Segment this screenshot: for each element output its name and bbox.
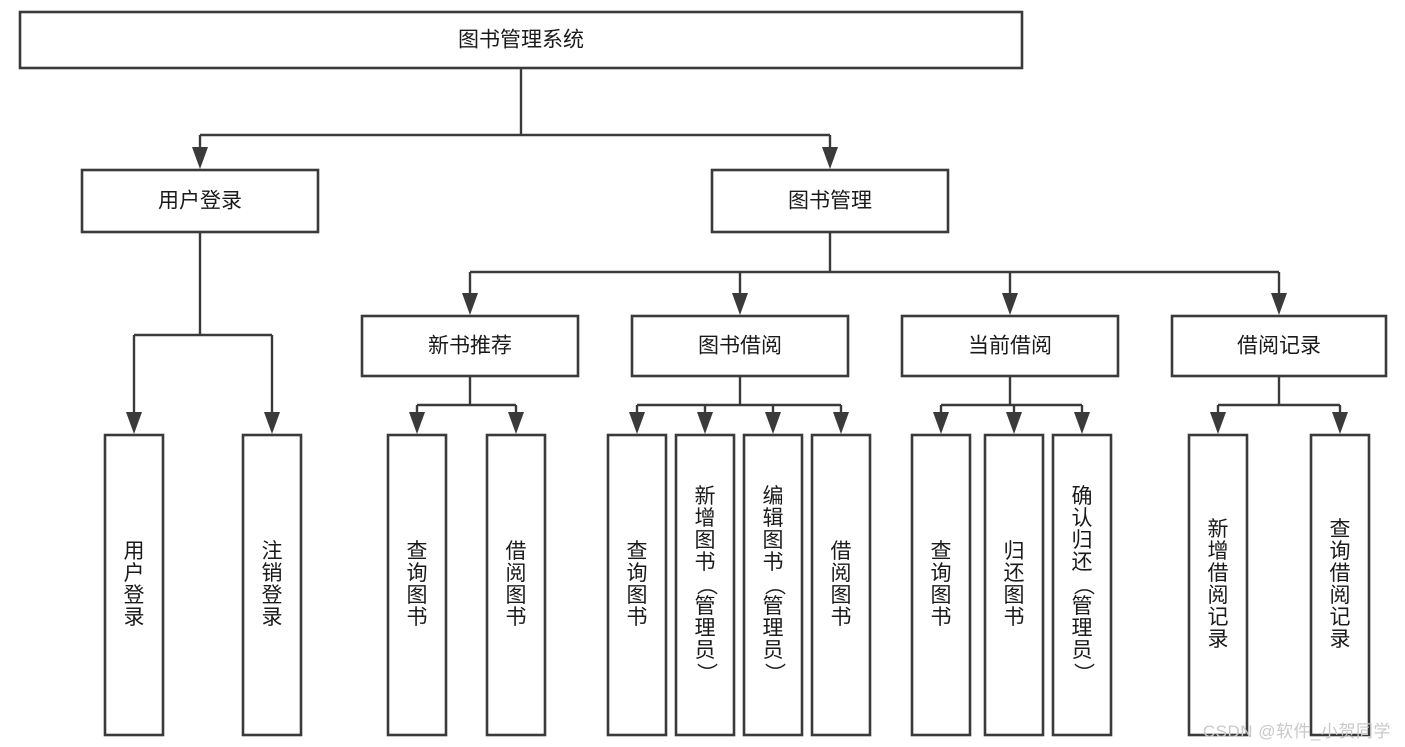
node-label-root: 图书管理系统 — [458, 29, 584, 52]
node-box-leaf-user-login — [103, 433, 165, 737]
arrow-head-leaf-query-book-current — [933, 412, 949, 434]
arrow-head-leaf-edit-book-admin — [765, 412, 781, 434]
node-label-user-login: 用户登录 — [158, 190, 242, 213]
node-box-current-borrow — [900, 314, 1120, 378]
boxes-layer — [18, 10, 1388, 737]
node-box-leaf-return-book — [983, 433, 1045, 737]
arrow-head-leaf-borrow-book-recommend — [508, 412, 524, 434]
node-box-borrow-record — [1170, 314, 1388, 378]
node-box-leaf-borrow-book — [810, 433, 872, 737]
connectors-layer — [126, 68, 1348, 434]
arrow-head-leaf-query-book-borrow — [629, 412, 645, 434]
node-box-leaf-query-borrow-record — [1309, 433, 1371, 737]
csdn-watermark: CSDN @软件_小贺同学 — [1202, 722, 1391, 741]
arrow-head-leaf-add-book-admin — [697, 412, 713, 434]
node-label-book-borrow: 图书借阅 — [698, 335, 782, 358]
node-box-leaf-logout-login — [241, 433, 303, 737]
arrow-head-user-login — [192, 147, 208, 169]
arrow-head-leaf-borrow-book — [833, 412, 849, 434]
node-box-book-management — [710, 168, 950, 234]
node-label-new-book-recommend: 新书推荐 — [428, 335, 512, 358]
node-box-leaf-edit-book-admin — [742, 433, 804, 737]
node-box-user-login — [80, 168, 320, 234]
arrow-head-current-borrow — [1002, 293, 1018, 315]
node-box-leaf-query-book-recommend — [386, 433, 448, 737]
node-box-leaf-add-borrow-record — [1187, 433, 1249, 737]
arrow-head-book-borrow — [732, 293, 748, 315]
node-box-root — [18, 10, 1024, 70]
node-box-leaf-confirm-return-admin — [1051, 433, 1113, 737]
node-box-leaf-query-book-borrow — [606, 433, 668, 737]
node-box-leaf-borrow-book-recommend — [485, 433, 547, 737]
arrow-head-leaf-query-borrow-record — [1332, 412, 1348, 434]
node-label-book-management: 图书管理 — [788, 190, 872, 213]
arrow-head-book-management — [822, 147, 838, 169]
arrow-head-leaf-logout-login — [264, 412, 280, 434]
arrow-head-leaf-user-login — [126, 412, 142, 434]
node-label-borrow-record: 借阅记录 — [1237, 335, 1321, 358]
node-box-leaf-add-book-admin — [674, 433, 736, 737]
arrow-head-borrow-record — [1271, 293, 1287, 315]
arrow-head-leaf-query-book-recommend — [409, 412, 425, 434]
node-box-new-book-recommend — [360, 314, 580, 378]
arrow-head-leaf-add-borrow-record — [1210, 412, 1226, 434]
node-label-current-borrow: 当前借阅 — [968, 335, 1052, 358]
node-box-leaf-query-book-current — [910, 433, 972, 737]
node-box-book-borrow — [630, 314, 850, 378]
arrow-head-leaf-return-book — [1006, 412, 1022, 434]
arrow-head-new-book-recommend — [462, 293, 478, 315]
arrow-head-leaf-confirm-return-admin — [1074, 412, 1090, 434]
